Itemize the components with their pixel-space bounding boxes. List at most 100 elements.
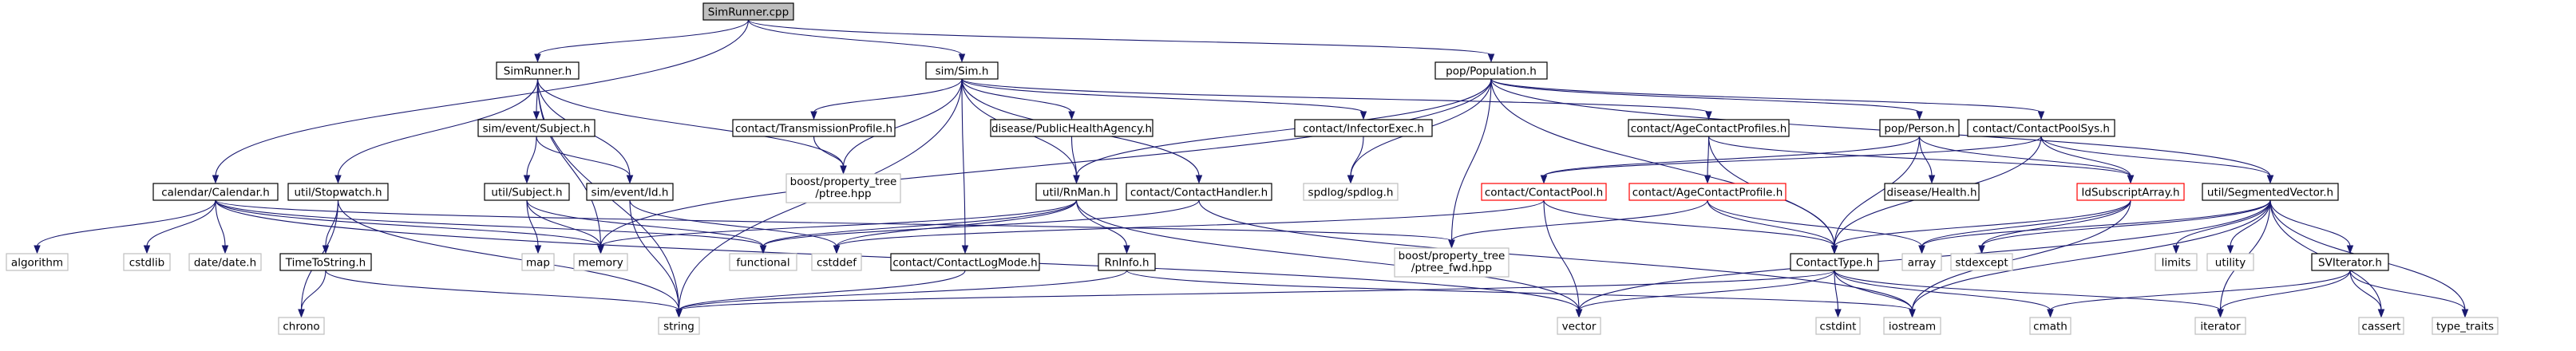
- node-box[interactable]: [1126, 183, 1272, 201]
- node-box[interactable]: [287, 183, 389, 201]
- node-box[interactable]: [1394, 247, 1510, 278]
- node-sim-sim-h[interactable]: sim/Sim.h: [925, 61, 999, 80]
- node-array[interactable]: array: [1901, 253, 1942, 271]
- node-box[interactable]: [2358, 317, 2404, 335]
- node-contact-infectorexec-h[interactable]: contact/InfectorExec.h: [1294, 119, 1433, 137]
- node-cstdlib[interactable]: cstdlib: [123, 253, 171, 271]
- node-chrono[interactable]: chrono: [278, 317, 325, 335]
- node-idsubscriptarray-h[interactable]: IdSubscriptArray.h: [2076, 183, 2185, 201]
- node-vector[interactable]: vector: [1557, 317, 1601, 335]
- node-box[interactable]: [2206, 253, 2254, 271]
- node-memory[interactable]: memory: [573, 253, 628, 271]
- node-box[interactable]: [6, 253, 69, 271]
- node-box[interactable]: [123, 253, 171, 271]
- node-box[interactable]: [1883, 317, 1941, 335]
- node-contact-contactpool-h[interactable]: contact/ContactPool.h: [1481, 183, 1607, 201]
- node-box[interactable]: [729, 253, 797, 271]
- node-pop-person-h[interactable]: pop/Person.h: [1879, 119, 1960, 137]
- node-box[interactable]: [1035, 183, 1118, 201]
- node-box[interactable]: [521, 253, 555, 271]
- node-box[interactable]: [890, 253, 1040, 271]
- node-disease-health-h[interactable]: disease/Health.h: [1884, 183, 1980, 201]
- node-box[interactable]: [990, 119, 1153, 137]
- node-stdexcept[interactable]: stdexcept: [1950, 253, 2013, 271]
- node-spdlog-spdlog-h[interactable]: spdlog/spdlog.h: [1303, 183, 1399, 201]
- node-calendar-calendar-h[interactable]: calendar/Calendar.h: [152, 183, 279, 201]
- node-box[interactable]: [573, 253, 628, 271]
- node-contact-transmissionprofile-h[interactable]: contact/TransmissionProfile.h: [732, 119, 896, 137]
- node-box[interactable]: [1790, 253, 1879, 271]
- node-box[interactable]: [2311, 253, 2389, 271]
- node-box[interactable]: [1967, 119, 2115, 137]
- node-box[interactable]: [1557, 317, 1601, 335]
- node-limits[interactable]: limits: [2155, 253, 2198, 271]
- node-box[interactable]: [1815, 317, 1861, 335]
- node-box[interactable]: [2076, 183, 2185, 201]
- node-algorithm[interactable]: algorithm: [6, 253, 69, 271]
- node-utility[interactable]: utility: [2206, 253, 2254, 271]
- node-date-date-h[interactable]: date/date.h: [188, 253, 262, 271]
- node-box[interactable]: [2155, 253, 2198, 271]
- node-cstddef[interactable]: cstddef: [811, 253, 862, 271]
- node-cassert[interactable]: cassert: [2358, 317, 2404, 335]
- node-contact-agecontactprofile-h[interactable]: contact/AgeContactProfile.h: [1628, 183, 1787, 201]
- node-iterator[interactable]: iterator: [2194, 317, 2246, 335]
- node-disease-publichealthagency-h[interactable]: disease/PublicHealthAgency.h: [990, 119, 1153, 137]
- node-simrunner-cpp[interactable]: SimRunner.cpp: [702, 2, 794, 21]
- node-contact-agecontactprofiles-h[interactable]: contact/AgeContactProfiles.h: [1628, 119, 1790, 137]
- node-contact-contactpoolsys-h[interactable]: contact/ContactPoolSys.h: [1967, 119, 2115, 137]
- node-box[interactable]: [702, 2, 794, 21]
- node-sim-event-id-h[interactable]: sim/event/Id.h: [586, 183, 674, 201]
- node-util-segmentedvector-h[interactable]: util/SegmentedVector.h: [2202, 183, 2339, 201]
- node-pop-population-h[interactable]: pop/Population.h: [1434, 61, 1548, 80]
- node-box[interactable]: [2432, 317, 2499, 335]
- node-box[interactable]: [1098, 253, 1156, 271]
- node-box[interactable]: [1628, 119, 1790, 137]
- node-box[interactable]: [152, 183, 279, 201]
- node-rninfo-h[interactable]: RnInfo.h: [1098, 253, 1156, 271]
- node-box[interactable]: [1481, 183, 1607, 201]
- node-timetostring-h[interactable]: TimeToString.h: [279, 253, 372, 271]
- node-box[interactable]: [1303, 183, 1399, 201]
- node-functional[interactable]: functional: [729, 253, 797, 271]
- node-box[interactable]: [2202, 183, 2339, 201]
- node-map[interactable]: map: [521, 253, 555, 271]
- node-box[interactable]: [732, 119, 896, 137]
- node-box[interactable]: [1901, 253, 1942, 271]
- node-box[interactable]: [2194, 317, 2246, 335]
- node-box[interactable]: [811, 253, 862, 271]
- node-box[interactable]: [658, 317, 700, 335]
- node-box[interactable]: [1434, 61, 1548, 80]
- node-box[interactable]: [477, 119, 596, 137]
- node-boost-property-tree-ptree-hpp[interactable]: boost/property_tree/ptree.hpp: [785, 173, 901, 203]
- node-box[interactable]: [1884, 183, 1980, 201]
- node-util-subject-h[interactable]: util/Subject.h: [484, 183, 570, 201]
- node-util-rnman-h[interactable]: util/RnMan.h: [1035, 183, 1118, 201]
- node-sviterator-h[interactable]: SVIterator.h: [2311, 253, 2389, 271]
- node-cstdint[interactable]: cstdint: [1815, 317, 1861, 335]
- node-iostream[interactable]: iostream: [1883, 317, 1941, 335]
- node-sim-event-subject-h[interactable]: sim/event/Subject.h: [477, 119, 596, 137]
- node-boost-property-tree-ptree-fwd-hpp[interactable]: boost/property_tree/ptree_fwd.hpp: [1394, 247, 1510, 278]
- node-contact-contacthandler-h[interactable]: contact/ContactHandler.h: [1126, 183, 1272, 201]
- node-string[interactable]: string: [658, 317, 700, 335]
- node-box[interactable]: [1879, 119, 1960, 137]
- node-contacttype-h[interactable]: ContactType.h: [1790, 253, 1879, 271]
- node-box[interactable]: [279, 253, 372, 271]
- node-simrunner-h[interactable]: SimRunner.h: [496, 61, 580, 80]
- node-box[interactable]: [1294, 119, 1433, 137]
- node-box[interactable]: [496, 61, 580, 80]
- node-box[interactable]: [1950, 253, 2013, 271]
- node-cmath[interactable]: cmath: [2029, 317, 2071, 335]
- node-box[interactable]: [1628, 183, 1787, 201]
- node-box[interactable]: [188, 253, 262, 271]
- node-box[interactable]: [484, 183, 570, 201]
- node-type-traits[interactable]: type_traits: [2432, 317, 2499, 335]
- node-util-stopwatch-h[interactable]: util/Stopwatch.h: [287, 183, 389, 201]
- node-box[interactable]: [925, 61, 999, 80]
- node-box[interactable]: [586, 183, 674, 201]
- node-contact-contactlogmode-h[interactable]: contact/ContactLogMode.h: [890, 253, 1040, 271]
- node-box[interactable]: [278, 317, 325, 335]
- node-box[interactable]: [785, 173, 901, 203]
- node-box[interactable]: [2029, 317, 2071, 335]
